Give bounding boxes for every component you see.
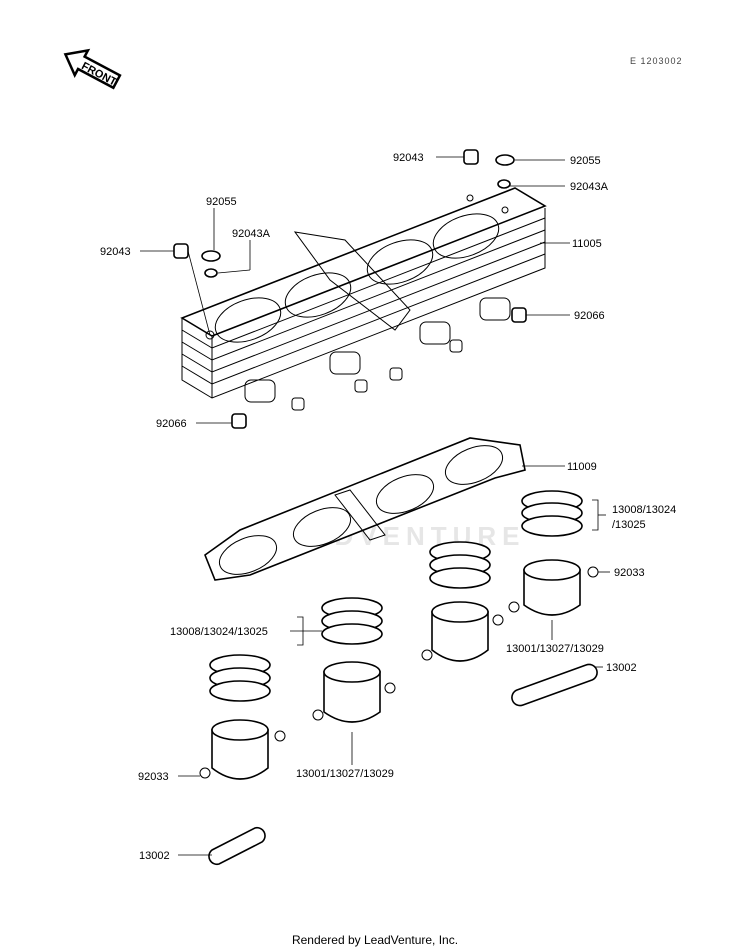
label-piston-right: 13001/13027/13029 — [506, 643, 604, 655]
o-rings — [201, 154, 515, 278]
label-rings-right-1: 13008/13024 — [612, 504, 676, 516]
label-92055-left: 92055 — [206, 196, 237, 208]
cylinder-block — [180, 187, 547, 403]
label-92043a-left: 92043A — [232, 228, 271, 240]
reference-code: E 1203002 — [630, 56, 683, 66]
label-pin-right: 13002 — [606, 662, 637, 674]
label-92043a-top: 92043A — [570, 181, 609, 193]
cylinder-gasket — [204, 437, 526, 581]
label-11005: 11005 — [572, 238, 602, 250]
label-rings-mid: 13008/13024/13025 — [170, 626, 268, 638]
label-92066-right: 92066 — [574, 310, 605, 322]
label-rings-right-2: /13025 — [612, 519, 646, 531]
dowel-pins — [173, 149, 527, 429]
label-92055-top: 92055 — [570, 155, 601, 167]
label-92043-left: 92043 — [100, 246, 131, 258]
piston-set-center — [421, 541, 504, 662]
label-92043-top: 92043 — [393, 152, 424, 164]
piston-set-middle — [312, 597, 396, 723]
part-labels: 92043 92055 92043A 92055 92043A 92043 11… — [100, 152, 676, 862]
front-arrow-icon: FRONT — [63, 48, 122, 90]
label-92066-left: 92066 — [156, 418, 187, 430]
footer-credit: Rendered by LeadVenture, Inc. — [291, 933, 459, 947]
label-clip-right: 92033 — [614, 567, 645, 579]
label-11009: 11009 — [567, 461, 597, 473]
piston-set-left — [199, 654, 286, 866]
label-pin-left: 13002 — [139, 850, 170, 862]
leader-lines — [140, 156, 610, 856]
piston-set-right — [508, 490, 599, 707]
label-clip-left: 92033 — [138, 771, 169, 783]
label-piston-mid: 13001/13027/13029 — [296, 768, 394, 780]
